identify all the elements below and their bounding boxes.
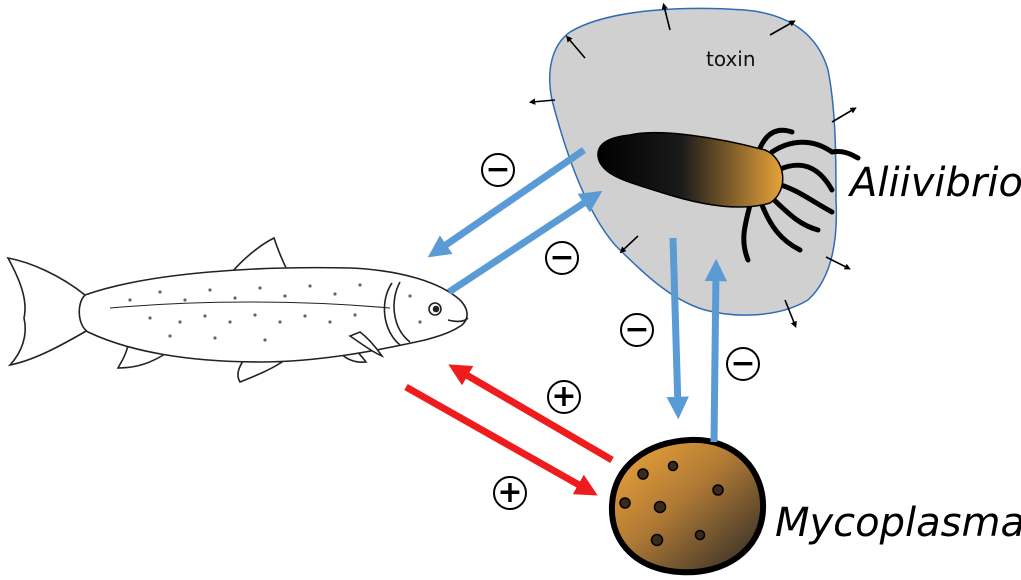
arrow-mycoplasma-to-fish <box>448 364 614 464</box>
arrow-aliivibrio-to-mycoplasma <box>666 237 689 420</box>
negative-interaction-arrows <box>427 147 728 443</box>
sign-mycoplasma-to-aliivibrio: − <box>726 347 760 381</box>
positive-interaction-arrows <box>404 364 614 496</box>
fish-icon <box>6 236 469 384</box>
aliivibrio-icon <box>597 127 861 263</box>
arrow-aliivibrio-to-fish <box>427 147 586 258</box>
sign-aliivibrio-to-fish: − <box>481 153 515 187</box>
arrow-mycoplasma-to-aliivibrio <box>704 258 728 443</box>
arrow-fish-to-aliivibrio <box>447 190 603 295</box>
mycoplasma-icon <box>608 436 767 576</box>
sign-fish-to-mycoplasma: + <box>493 476 527 510</box>
sign-aliivibrio-to-mycoplasma: − <box>620 313 654 347</box>
sign-mycoplasma-to-fish: + <box>547 380 581 414</box>
aliivibrio-label: Aliivibrio <box>850 160 1021 206</box>
sign-fish-to-aliivibrio: − <box>545 241 579 275</box>
arrow-fish-to-mycoplasma <box>404 383 598 496</box>
toxin-label: toxin <box>706 47 756 71</box>
mycoplasma-label: Mycoplasma <box>775 500 1021 546</box>
